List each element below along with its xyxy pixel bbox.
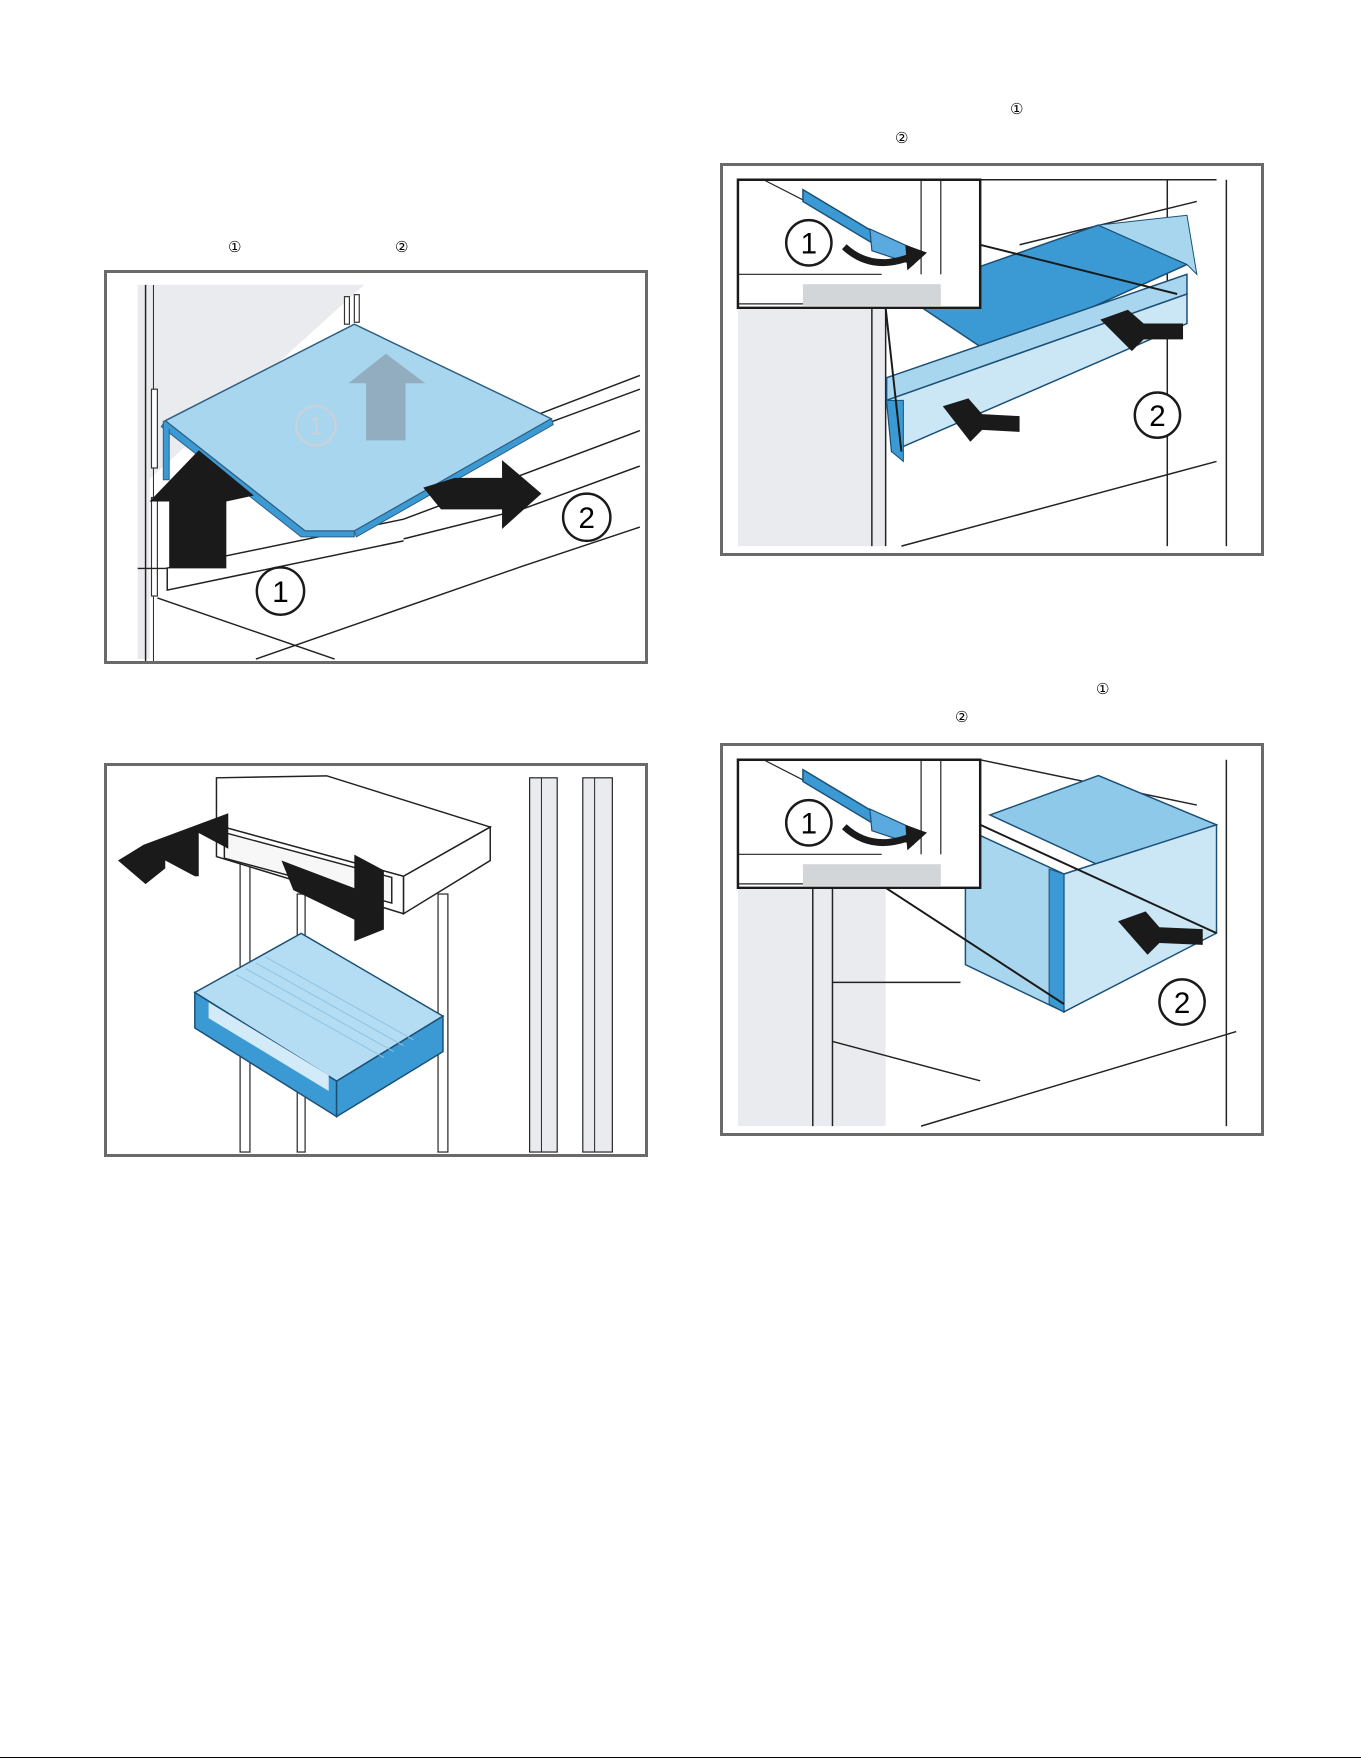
callout-1-number: 1 xyxy=(801,808,817,841)
step-marker-1: ① xyxy=(228,240,241,255)
drawer-latch-removal-figure: 1 2 xyxy=(720,163,1264,556)
drawer-illustration xyxy=(107,766,645,1154)
step-marker-2: ② xyxy=(395,240,408,255)
callout-2-number: 2 xyxy=(1149,400,1165,433)
shelf-illustration: 1 1 2 xyxy=(107,273,645,661)
step-marker-2: ② xyxy=(895,131,908,146)
callout-1-number: 1 xyxy=(272,576,288,609)
page-bottom-rule xyxy=(0,1757,1361,1758)
step-marker-2: ② xyxy=(955,710,968,725)
step-marker-1: ① xyxy=(1096,682,1109,697)
drawer-latch-illustration: 1 2 xyxy=(723,746,1261,1133)
drawer-latch-illustration: 1 2 xyxy=(723,166,1261,553)
faded-callout-number: 1 xyxy=(309,413,323,441)
callout-2-number: 2 xyxy=(1174,987,1190,1020)
shelf-removal-figure: 1 1 2 xyxy=(104,270,648,664)
step-marker-1: ① xyxy=(1010,102,1023,117)
callout-2-number: 2 xyxy=(579,502,595,535)
callout-1-number: 1 xyxy=(801,228,817,261)
drawer-removal-figure xyxy=(104,763,648,1157)
drawer-latch-removal-figure: 1 2 xyxy=(720,743,1264,1136)
